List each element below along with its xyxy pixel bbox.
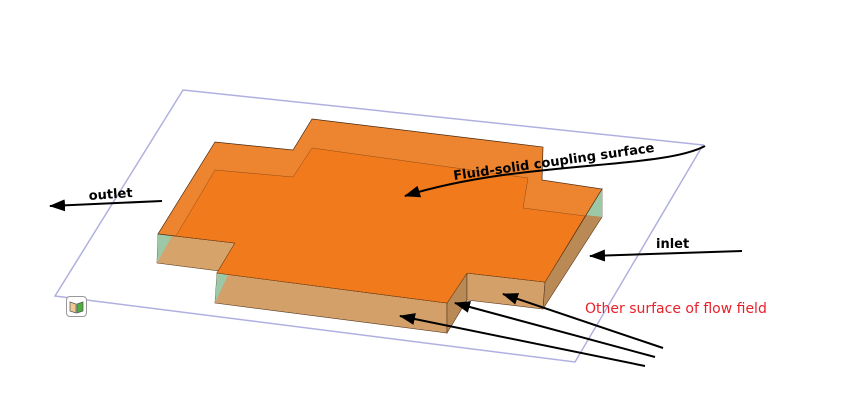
other-surface-label: Other surface of flow field — [585, 301, 767, 317]
outlet-label: outlet — [88, 186, 133, 204]
other-surface-arrow-2 — [454, 301, 656, 358]
ground-plane — [53, 89, 705, 363]
top-face-inner — [175, 147, 586, 304]
inlet-label: inlet — [656, 237, 689, 252]
other-surface-arrow-3 — [502, 293, 664, 349]
end-face-front-left — [215, 273, 228, 303]
outlet-arrow — [49, 199, 163, 212]
view-orientation-icon[interactable] — [66, 296, 87, 317]
coupling-arrow — [404, 145, 706, 198]
book-icon — [69, 301, 84, 314]
other-surface-arrow-1 — [399, 313, 646, 367]
inlet-arrow — [589, 249, 743, 262]
end-face-left — [157, 234, 172, 263]
